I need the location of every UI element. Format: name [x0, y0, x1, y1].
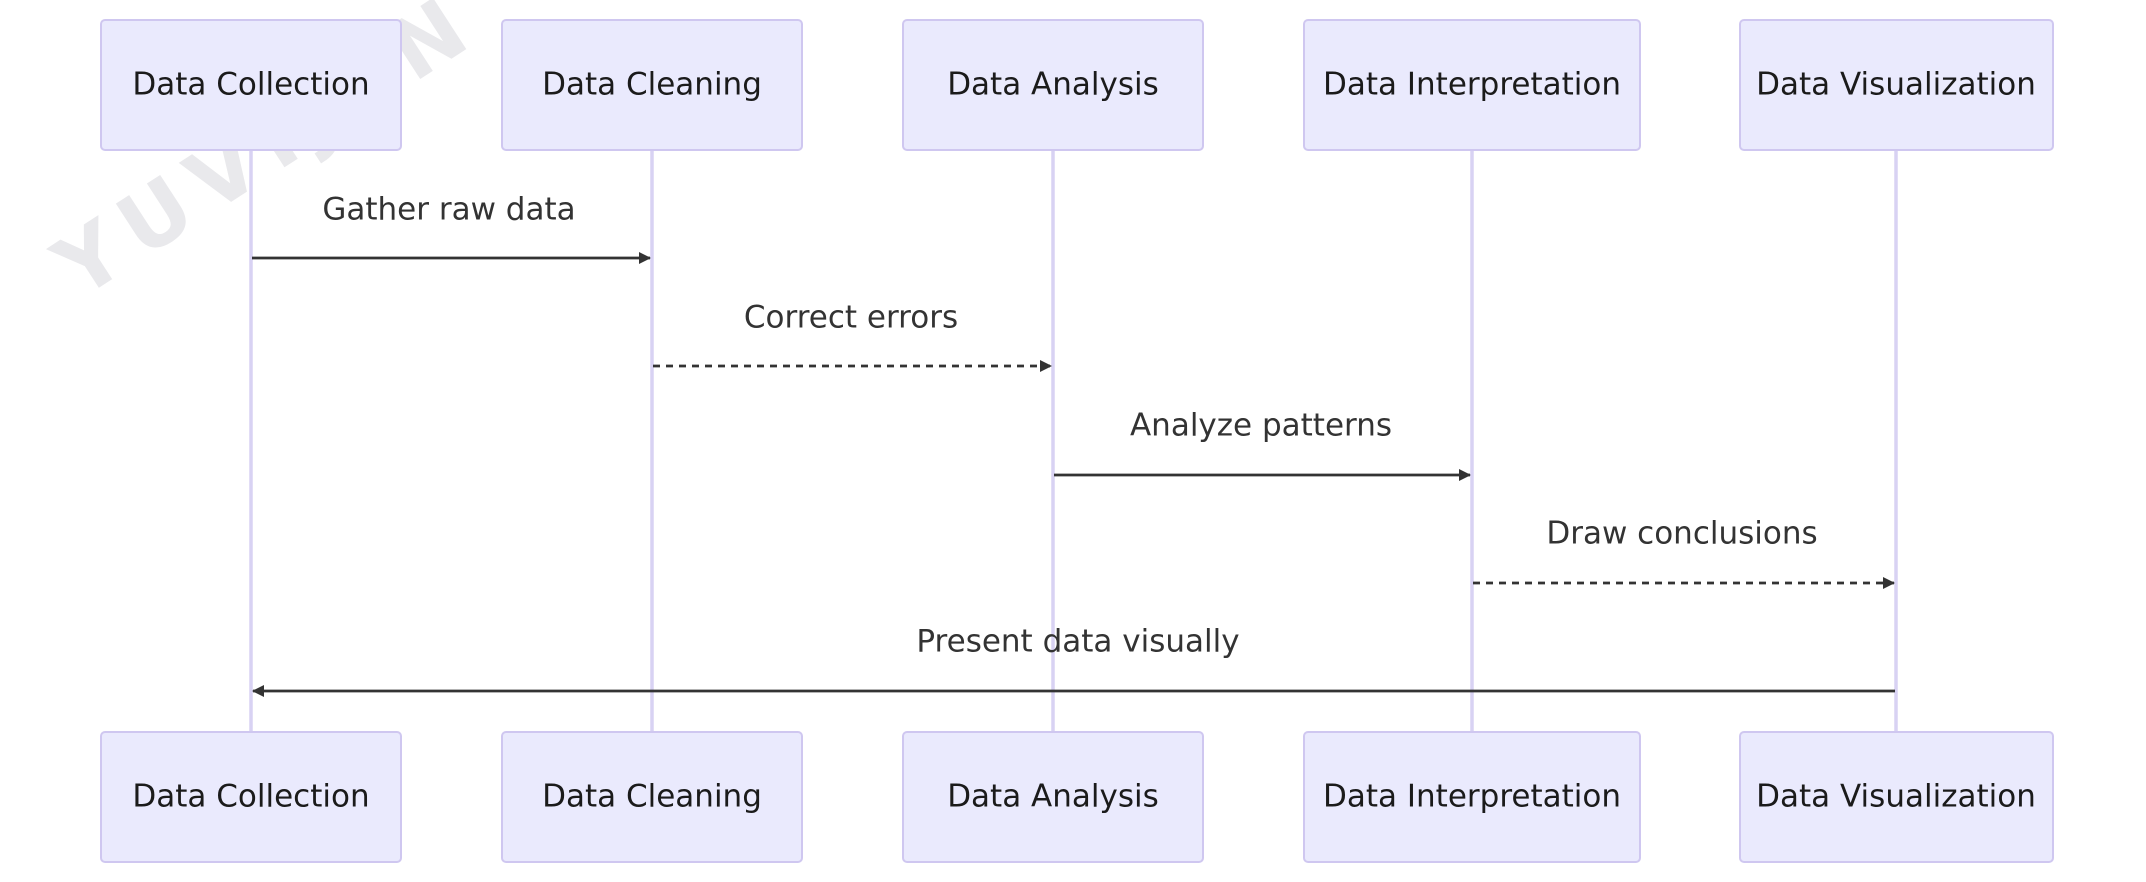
message-label: Gather raw data	[322, 192, 575, 228]
actor-box	[100, 731, 402, 863]
top-actors: Data Collection Data Cleaning Data Analy…	[100, 19, 2054, 151]
lifelines	[249, 150, 1898, 735]
actor-label: Data Analysis	[947, 779, 1159, 815]
actor-data-cleaning-bottom: Data Cleaning	[501, 731, 803, 863]
actor-box	[1303, 731, 1641, 863]
actor-data-analysis-top: Data Analysis	[902, 19, 1204, 151]
message-label: Correct errors	[744, 300, 958, 336]
message-correct-errors: Correct errors	[653, 300, 1052, 372]
actor-data-visualization-bottom: Data Visualization	[1739, 731, 2054, 863]
actor-box	[902, 731, 1204, 863]
actor-label: Data Collection	[132, 779, 369, 815]
actor-data-interpretation-top: Data Interpretation	[1303, 19, 1641, 151]
messages: Gather raw data Correct errors Analyze p…	[252, 192, 1895, 697]
actor-label: Data Cleaning	[542, 67, 762, 103]
actor-label: Data Collection	[132, 67, 369, 103]
actor-box	[1739, 19, 2054, 151]
actor-data-collection-top: Data Collection	[100, 19, 402, 151]
message-present-data-visually: Present data visually	[252, 624, 1895, 697]
actor-label: Data Interpretation	[1323, 67, 1621, 103]
actor-data-interpretation-bottom: Data Interpretation	[1303, 731, 1641, 863]
actor-label: Data Interpretation	[1323, 779, 1621, 815]
actor-box	[100, 19, 402, 151]
actor-box	[501, 731, 803, 863]
bottom-actors: Data Collection Data Cleaning Data Analy…	[100, 731, 2054, 863]
actor-label: Data Visualization	[1756, 67, 2036, 103]
message-label: Draw conclusions	[1546, 516, 1817, 552]
actor-data-visualization-top: Data Visualization	[1739, 19, 2054, 151]
actor-box	[1739, 731, 2054, 863]
actor-data-cleaning-top: Data Cleaning	[501, 19, 803, 151]
actor-label: Data Cleaning	[542, 779, 762, 815]
message-label: Present data visually	[916, 624, 1239, 660]
actor-label: Data Visualization	[1756, 779, 2036, 815]
actor-box	[501, 19, 803, 151]
message-gather-raw-data: Gather raw data	[252, 192, 651, 264]
actor-label: Data Analysis	[947, 67, 1159, 103]
actor-data-analysis-bottom: Data Analysis	[902, 731, 1204, 863]
message-label: Analyze patterns	[1130, 408, 1392, 444]
actor-data-collection-bottom: Data Collection	[100, 731, 402, 863]
actor-box	[902, 19, 1204, 151]
message-analyze-patterns: Analyze patterns	[1054, 408, 1471, 481]
message-draw-conclusions: Draw conclusions	[1473, 516, 1895, 589]
actor-box	[1303, 19, 1641, 151]
